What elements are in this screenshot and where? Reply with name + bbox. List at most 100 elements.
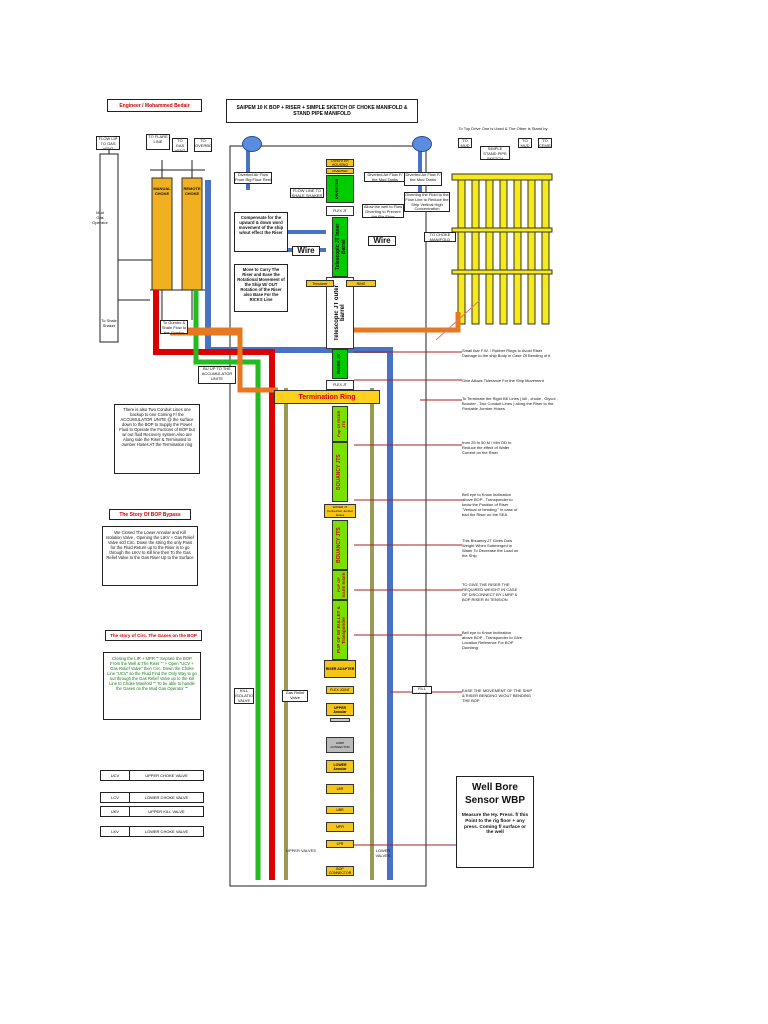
conduit-note: There is also Two Conduit Lines one back… [114, 404, 200, 474]
wbp-text: Measure the Hy. Press. f/ this Point to … [461, 813, 529, 836]
circ-title: The story of Circ. The Gases on the BOP [105, 630, 202, 641]
telescopic-inner-barrel [332, 217, 348, 277]
flex-joint-lower: FLEX JOINT [326, 686, 354, 694]
flex-jt-top: FLEX JT [326, 206, 354, 216]
bare-riser-label: PUP OF BARE RISER [336, 572, 346, 598]
kill-isolation-valve: KILL ISOLATION VALVE [234, 688, 254, 704]
diverter [326, 175, 354, 203]
to-gumbo-label: To Gumbo & Shale Flow to the Gumbo [160, 320, 188, 334]
bullet-jts-label: PUP OF W/ BULLET & Transponder [336, 606, 346, 654]
wbp-box: Well Bore Sensor WBP Measure the Hy. Pre… [456, 776, 534, 868]
flex-jt-bottom: FLEX JT [326, 380, 354, 390]
wire-right: Wire [368, 236, 396, 246]
bouancy-2-label: BOUANCY JTS [336, 527, 342, 563]
standpipe-note: FLOW LINE TO SHALE SHAKER VIA FLOW PIPE [290, 188, 324, 198]
lpr: LPR [326, 840, 354, 848]
bouancy-jts-2 [332, 520, 348, 570]
bouancy-1-label: BOUANCY JTS [336, 454, 342, 490]
diverter-right-note: Diverted Air Flow F/ the Mud Tanks [364, 172, 406, 182]
diverter-housing-2: DIVERTER [326, 168, 354, 174]
bop-connector: BOP CONNECTOR [326, 866, 354, 876]
mud-tank-note: Diverting the Fluid to the Flow Line to … [404, 192, 450, 212]
diverter-housing: DIVERTER HOUSING [326, 159, 354, 167]
fill-valve: FILL VALVE [412, 686, 432, 694]
standpipe-col-1 [457, 175, 466, 325]
right-label-1: TO MUD PUMP #1 [458, 138, 472, 148]
diverter-left-note: Diverted Air Flow From Rig Floor Reel [234, 172, 272, 184]
left-top-label-3: TO GAS VENT [172, 138, 188, 152]
termination-ring: Termination Ring [274, 390, 380, 404]
manual-choke-label: MANUAL CHOKE [153, 186, 171, 196]
ease-note: EASE THE MOVEMENT OF THE SHIP & RISER BE… [462, 688, 532, 703]
engineer-label: Engineer / Mohammed Bedair [107, 99, 202, 112]
from-note: from 25 to 50 M / Min OD to Reduce the e… [462, 440, 512, 455]
water-jt: WATER JT Connection Jumber Hoses [324, 504, 356, 518]
lmrp-connector: LMRP CONNECTOR [326, 737, 354, 753]
bullet-jts [332, 600, 348, 660]
move-note: Move to Carry The Riser and Ease the Rot… [234, 264, 288, 312]
lbr: LBR [326, 784, 354, 794]
flex-note: Small Ikar F.W. / Rubber Rings to Avoid … [462, 348, 551, 358]
mud-gas-separator [99, 153, 119, 343]
ship-tolerance-note: Give Allows Tolerance For the Ship Movem… [462, 378, 544, 383]
diverter-label: DIVERTER [334, 178, 339, 200]
lower-valves-label: LOWER VALVES [375, 848, 391, 858]
ubr: UBR [326, 806, 354, 814]
telescopic-inner-label: Telescopic JT Inner Barrel [335, 223, 347, 271]
center-frame [229, 145, 427, 887]
right-eye-icon [412, 136, 432, 152]
to-shale-shaker-label: To Shale Shaker [101, 318, 117, 328]
right-label-3: TO CEMENT UNIT [538, 138, 552, 148]
upper-annular: UPPER Annular [326, 703, 354, 716]
left-eye-icon [242, 136, 262, 152]
bell-note-2: Bell eye to Know Inclination above BOP ,… [462, 630, 522, 650]
diverter-right-note-2: Diverted Air Flow F/ the Mud Tanks [404, 172, 442, 186]
pup-jt-label: Pup Of RISER JTS [336, 410, 346, 438]
mpr: MPR [326, 822, 354, 832]
tension-note: TO GIVE THE RISER THE REQUIRED WEIGHT IN… [462, 582, 518, 602]
pup-jt [332, 406, 348, 442]
mud-note: Allow the well to Flow Diverting to Prev… [362, 204, 404, 218]
gas-relief-valve-box: Gas Relief Valve [282, 690, 308, 702]
main-title: SAIPEM 10 K BOP + RISER + SIMPLE SKETCH … [226, 99, 418, 123]
left-top-label-2: TO FLARE LINE [146, 134, 170, 150]
lower-annular: LOWER Annular [326, 760, 354, 773]
bare-riser-jts [332, 570, 348, 600]
terminate-note: To Terminate the Rigid Kill Lines ( kill… [462, 396, 558, 411]
spacer-1 [330, 718, 350, 722]
bouancy-note: This Bouancy JT Gives Dow Weight When Su… [462, 538, 519, 558]
left-top-label-1: FLOW LIP TO GAS VENT [96, 136, 120, 150]
bouancy-jts-1 [332, 442, 348, 502]
bypass-title: The Story Of BOP Bypass [109, 509, 191, 520]
compensate-note: Compensate for the upward & down word mo… [234, 212, 288, 252]
telescopic-outer-barrel [326, 277, 354, 349]
bu-to-accumulator: BU UP TO THE ACCUMULATOR UNITE [198, 366, 236, 384]
remote-choke-label: REMOTE CHOKE [183, 186, 201, 196]
ring-box: RING [346, 280, 376, 287]
wire-left: Wire [292, 246, 320, 256]
red-line [153, 290, 275, 880]
wbp-title: Well Bore Sensor WBP [464, 782, 525, 806]
tensioner-box: Tensioner [306, 280, 334, 287]
riser-adapter: RISER ADAPTER [324, 660, 356, 678]
top-drive-note: To Top Drive One is Used & The Other is … [458, 126, 548, 131]
mud-gas-separator-label: Mud Gas Operator [92, 210, 108, 225]
blue-line [205, 180, 393, 880]
orange-line-right [354, 312, 461, 333]
riser-jt-label: RISER JT [336, 353, 341, 375]
upper-valves-label: UPPER VALVES [286, 848, 316, 853]
telescopic-outer-label: Telescopic JT outer barrel [334, 285, 346, 341]
bypass-text: We Closed The Lower Annular and Kill Iso… [102, 526, 198, 586]
to-choke-manifold: TO CHOKE MANIFOLD [424, 232, 456, 242]
green-line [193, 290, 261, 880]
standpipe-title: SIMPLE STAND PIPE SKETCH [480, 146, 510, 160]
bell-note: Bell eye to Know Inclination above BOP ,… [462, 492, 518, 517]
riser-jt [332, 349, 348, 379]
circ-text: Closing the LIR + MPR "" Seprate the BOP… [103, 652, 201, 720]
orange-line-left [170, 327, 278, 393]
